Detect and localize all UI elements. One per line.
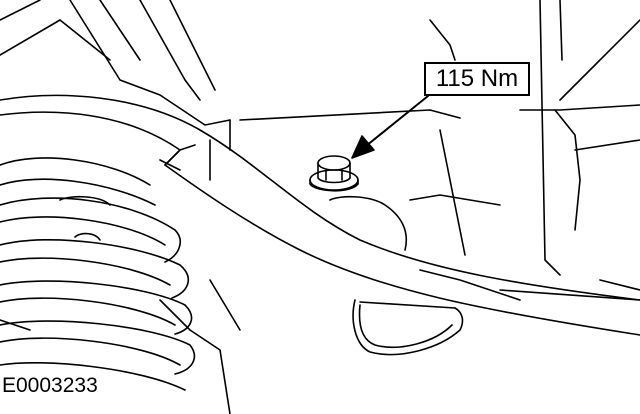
arrow-icon (351, 95, 429, 159)
figure-id: E0003233 (2, 374, 98, 397)
bolt-icon (309, 155, 359, 192)
torque-value: 115 Nm (435, 65, 519, 92)
bracket-slot (329, 195, 464, 356)
coil-spring (0, 157, 196, 391)
suspension-arm (0, 94, 640, 336)
torque-callout: 115 Nm (424, 62, 530, 96)
